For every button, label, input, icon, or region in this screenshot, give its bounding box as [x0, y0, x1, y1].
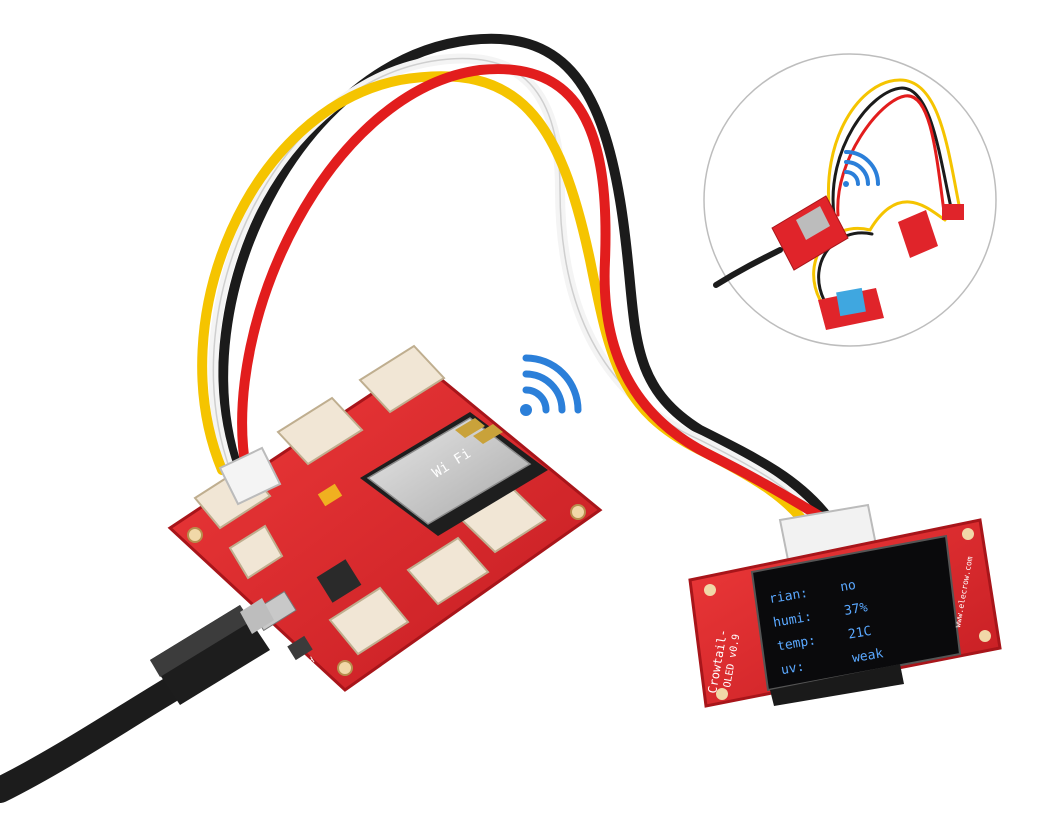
oled-label-2: temp:	[776, 633, 817, 654]
mount-hole	[962, 528, 974, 540]
esp8266-module-icon: Wi Fi	[360, 412, 548, 536]
oled-value-1: 37%	[843, 600, 869, 619]
oled-value-3: weak	[851, 646, 885, 666]
grove-connector-icon	[193, 344, 547, 656]
oled-value-0: no	[839, 578, 857, 595]
wire-white-outline	[212, 57, 821, 526]
usb-cable-icon	[0, 598, 274, 803]
oled-label-0: rian:	[768, 586, 809, 607]
oled-display	[750, 534, 962, 692]
mount-hole	[187, 527, 203, 543]
wire-black	[218, 33, 835, 525]
wire-red	[237, 64, 840, 530]
oled-label-1: humi:	[772, 610, 813, 631]
oled-label-3: uv:	[780, 659, 806, 678]
cable-plug	[218, 446, 282, 506]
grove-cable	[197, 33, 840, 535]
oled-board: rian: no humi: 37% temp: 21C uv: weak Cr…	[688, 503, 1002, 708]
flash-button[interactable]	[287, 635, 313, 661]
setup-inset	[703, 53, 997, 347]
crowtail-main-board: Wi Fi FLASH	[167, 344, 603, 692]
chip	[316, 559, 362, 603]
flash-label: FLASH	[288, 656, 316, 679]
wifi-icon	[520, 354, 582, 416]
inset-sensor-board	[898, 210, 938, 258]
mount-hole	[337, 660, 353, 676]
wifi-icon	[843, 150, 880, 187]
mount-hole	[979, 630, 991, 642]
mount-hole	[570, 504, 586, 520]
capacitor	[317, 483, 343, 507]
dht-sensor	[836, 287, 866, 317]
mount-hole	[704, 584, 716, 596]
oled-value-2: 21C	[847, 624, 873, 643]
mount-hole	[716, 688, 728, 700]
